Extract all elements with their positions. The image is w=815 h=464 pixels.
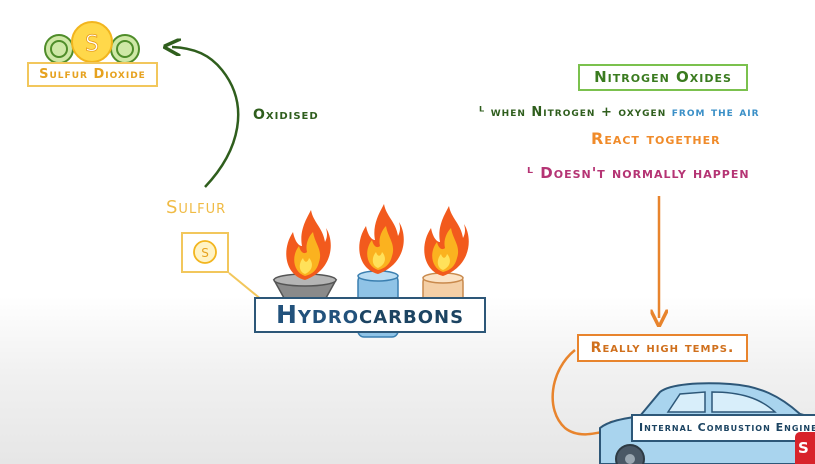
oxygen-atom-left [44,34,74,64]
high-temps-label: Really high temps. [577,334,748,362]
burner-left [272,273,338,299]
doesnt-normally-happen: Doesn't normally happen [540,164,750,182]
sulfur-atom-box [181,232,229,273]
oxidised-label: Oxidised [253,107,319,123]
flame-icon-left [286,210,331,280]
hydrocarbons-hydro: Hydro [275,300,359,329]
corner-badge[interactable]: S [795,432,815,464]
sulfur-connector [228,272,263,301]
hydrocarbons-label: Hydrocarbons [254,297,486,333]
nitrogen-oxides-label: Nitrogen Oxides [578,64,748,91]
sulfur-atom-small [193,240,217,264]
flame-icon-middle [359,204,404,274]
bullet-marker: ᴸ [479,105,486,120]
bullet-marker-2: ᴸ [527,164,535,182]
oxygen-atom-right [110,34,140,64]
sulfur-dioxide-molecule: S [44,21,140,64]
hydrocarbons-carbons: carbons [359,300,465,329]
engine-label: Internal Combustion Engine [631,414,815,442]
flame-icon-right [424,206,469,276]
sulfur-dioxide-label: Sulfur Dioxide [27,62,158,87]
doesnt-happen-line: ᴸ Doesn't normally happen [527,164,750,182]
from-the-air: from the air [671,105,760,120]
sulfur-atom-small-letter: S [201,246,209,260]
formation-condition-line: ᴸ when Nitrogen + oxygen from the air [479,105,760,120]
sulfur-atom-letter: S [85,32,99,57]
oxidised-arrow [172,47,240,188]
when-nitrogen-oxygen: when Nitrogen + oxygen [490,105,667,120]
sulfur-label: Sulfur [166,197,227,218]
react-together-label: React together [591,129,721,148]
